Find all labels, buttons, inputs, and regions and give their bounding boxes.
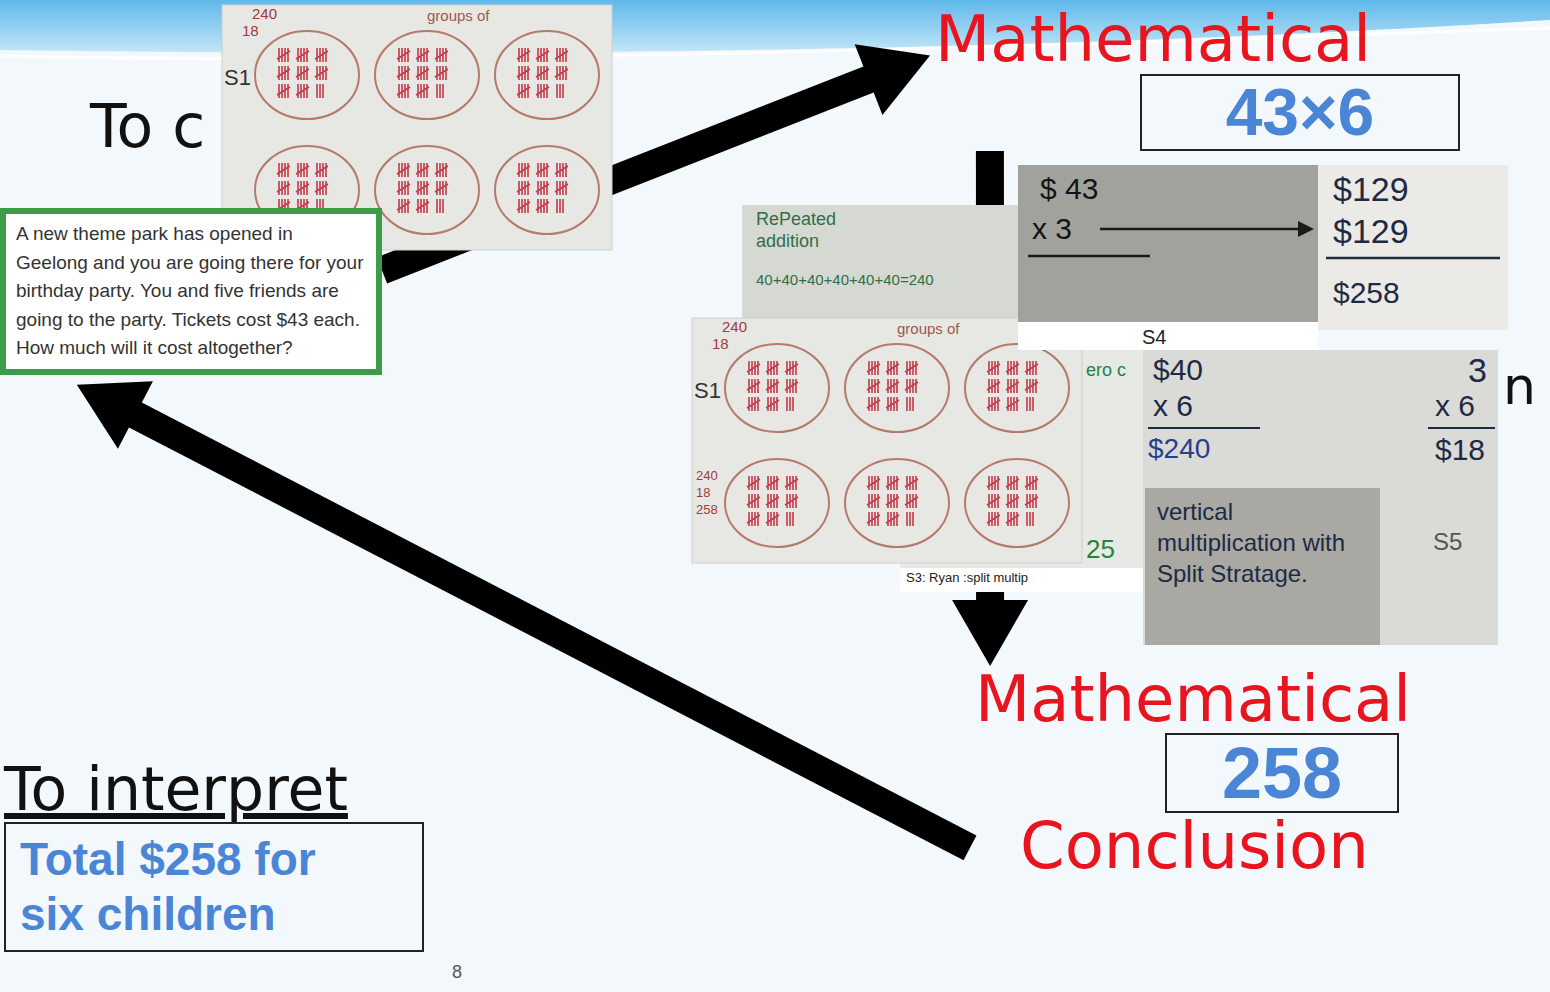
stage-heading: Mathematical	[930, 4, 1371, 74]
handwritten-note: 240	[696, 468, 718, 484]
step-heading: To interpret	[4, 756, 348, 822]
photo-panel: ero c 25S3: Ryan :split multip	[900, 320, 1145, 592]
handwritten-note: S3: Ryan :split multip	[906, 570, 1028, 586]
handwritten-note: $129	[1333, 211, 1409, 252]
handwritten-note: groups of	[897, 320, 960, 338]
slide-fragment: n	[1503, 358, 1536, 415]
photo-working	[1318, 165, 1508, 330]
handwritten-note: x 6	[1435, 388, 1475, 424]
handwritten-note: $240	[1148, 432, 1210, 466]
photo-vertical	[1143, 350, 1498, 645]
handwritten-note: 18	[712, 335, 729, 353]
handwritten-note: $ 43	[1040, 171, 1098, 207]
stage-heading: Mathematical	[970, 666, 1411, 733]
math-conclusion: Mathematical258Conclusion	[970, 666, 1460, 880]
handwritten-note: groups of	[427, 7, 490, 25]
photo-strategy-card	[1145, 488, 1380, 645]
photo-groups	[692, 318, 1082, 563]
handwritten-note: RePeated addition	[756, 209, 866, 252]
handwritten-note: x 3	[1032, 211, 1072, 247]
handwritten-note: 25	[1086, 534, 1115, 565]
interpretation: To interpretTotal $258 for six children	[4, 756, 444, 952]
handwritten-note: $18	[1435, 432, 1485, 468]
handwritten-note: $40	[1153, 352, 1203, 388]
problem-card: To c A new theme park has opened in Geelo…	[0, 93, 382, 375]
expression-box: 43×6	[1140, 74, 1460, 151]
photo-working	[1018, 165, 1318, 350]
handwritten-note: S4	[1142, 325, 1166, 349]
handwritten-note: x 6	[1153, 388, 1193, 424]
handwritten-note: vertical multiplication with Split Strat…	[1157, 496, 1369, 590]
photo-panel: $40x 6$2403x 6$18S5vertical multiplicati…	[1143, 350, 1498, 645]
handwritten-note: S1	[694, 378, 721, 404]
problem-text: A new theme park has opened in Geelong a…	[0, 208, 382, 375]
handwritten-note: 18	[696, 485, 710, 501]
math-problem: Mathematical43×6	[930, 4, 1465, 151]
handwritten-note: $258	[1333, 275, 1400, 311]
photo-panel: 24018groups ofS124018258	[692, 318, 1082, 563]
handwritten-note: 258	[696, 502, 718, 518]
stage-heading: Conclusion	[1020, 813, 1369, 880]
page-number: 8	[452, 962, 462, 984]
photo-panel: 24018 groups of S1	[222, 5, 612, 250]
photo-caption-strip	[900, 568, 1145, 592]
step-heading: To c	[0, 93, 205, 159]
handwritten-note: 40+40+40+40+40+40=240	[756, 271, 934, 289]
handwritten-note: S1	[224, 65, 251, 91]
handwritten-note: 18	[242, 22, 259, 40]
result-box: 258	[1165, 733, 1399, 813]
answer-box: Total $258 for six children	[4, 822, 424, 952]
handwritten-note: ero c	[1086, 360, 1126, 382]
photo-panel: $129$129 $258	[1318, 165, 1508, 330]
photo-panel: $ 43 x 3 S4	[1018, 165, 1318, 350]
handwritten-note: 240	[722, 318, 747, 336]
handwritten-note: 3	[1468, 350, 1487, 391]
handwritten-note: $129	[1333, 169, 1409, 210]
handwritten-note: 240	[252, 5, 277, 23]
photo-panel: vertical multiplication with Split Strat…	[1145, 488, 1380, 645]
handwritten-note: S5	[1433, 528, 1462, 557]
